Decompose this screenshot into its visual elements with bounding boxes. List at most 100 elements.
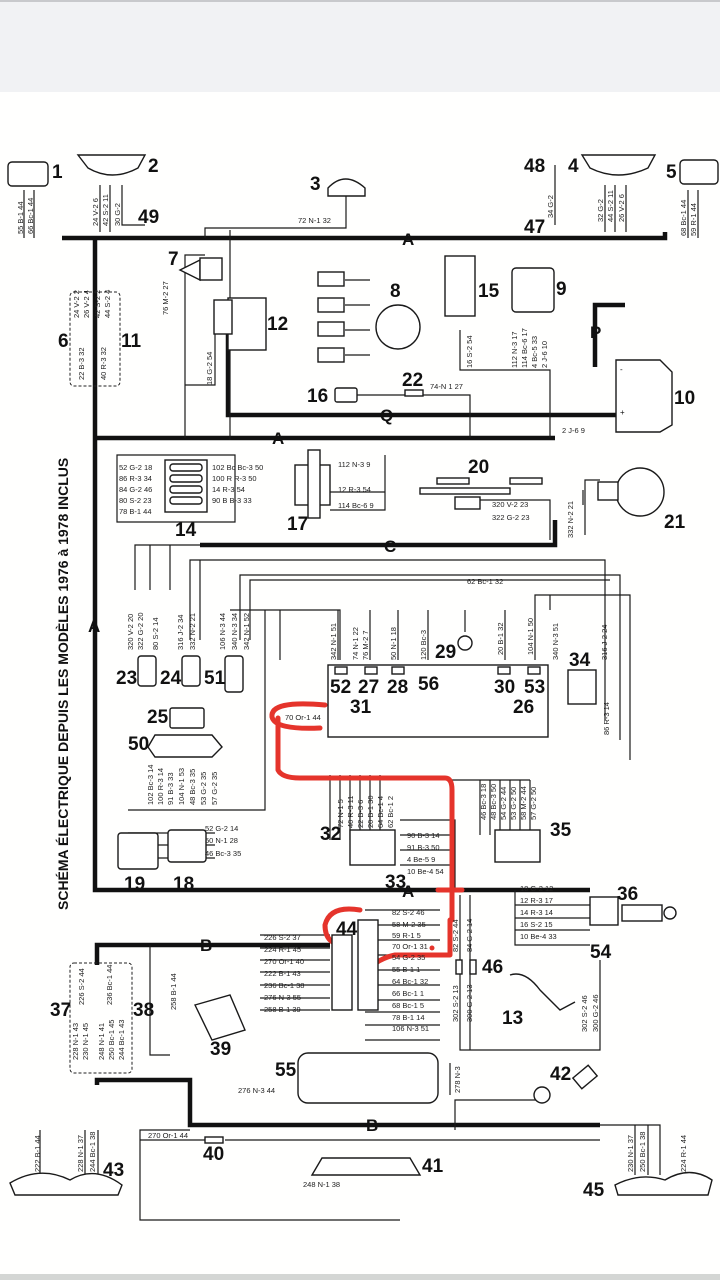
wire-label: 320 V-2 20: [126, 614, 135, 650]
wire-label: 72 N-1 5: [336, 799, 345, 828]
label-27: 27: [358, 677, 379, 698]
wire-label: 55 B-1 1: [392, 965, 420, 974]
wire-label: 58 M-2 44: [519, 786, 528, 820]
wire-label: 104 N-1 53: [177, 768, 186, 805]
wire-label: 53 G-2 35: [199, 772, 208, 805]
wire-label: 62 Bc-1 32: [467, 577, 503, 586]
wire-label: 30 G-2: [113, 203, 122, 226]
wire-label: 320 V-2 23: [492, 500, 528, 509]
wire-label: 52 G-2 14: [205, 824, 238, 833]
component-10-battery: -+: [615, 359, 673, 433]
label-30: 30: [494, 677, 515, 698]
wire-label: 34 G-2: [546, 195, 555, 218]
wire-label: 258 B-1 44: [169, 973, 178, 1010]
wire-label: 74 N-1 22: [351, 627, 360, 660]
bus-b-upper: [94, 942, 330, 965]
label-18: 18: [173, 874, 194, 895]
wire-label: 53 G-2 50: [509, 787, 518, 820]
wire-label: 112 N-3 17: [510, 331, 519, 368]
diagram-title: SCHÉMA ÉLECTRIQUE DEPUIS LES MODÈLES 197…: [55, 458, 71, 910]
wire-label: 90 B B-3 33: [212, 496, 252, 505]
label-5: 5: [666, 162, 677, 183]
label-52: 52: [330, 677, 351, 698]
wire-label: 40 R-3 11: [346, 796, 355, 828]
wire-label: 100 R R-3 50: [212, 474, 257, 483]
wire-label: 66 Bc-1 44: [26, 198, 35, 234]
wire-label: 55 B-1 44: [16, 201, 25, 234]
wire-label: 248 N-1 41: [97, 1023, 106, 1060]
wire-label: 57 G-2 50: [529, 787, 538, 820]
label-16: 16: [307, 386, 328, 407]
label-11: 11: [121, 331, 142, 352]
wire-label: 278 N-3: [453, 1066, 462, 1093]
wire-label: 2 J-6 10: [540, 341, 549, 368]
component-39-lamp: [194, 994, 246, 1041]
component-8-distributor: [317, 271, 421, 363]
wire-label: 64 Bc-1 32: [392, 977, 428, 986]
wire-label: 82 S-2 44: [451, 919, 460, 952]
wire-label: 250 Bc-1 45: [107, 1020, 116, 1060]
wire-label: 106 N-3 44: [218, 613, 227, 650]
component-12-alternator: [213, 297, 267, 351]
wire-label: 226 S-2 37: [264, 933, 301, 942]
wire-label: 102 Bc Bc-3 50: [212, 463, 263, 472]
component-20-wiper-motor: [419, 477, 543, 510]
wire-label: 100 R-3 14: [156, 768, 165, 805]
wire-label: 22 B-3 32: [77, 347, 86, 380]
wire-label: 224 R-1 45: [264, 945, 301, 954]
label-48: 48: [524, 156, 545, 177]
component-2-headlamp: [76, 154, 147, 176]
bus-b-lower: [94, 1077, 600, 1128]
wire-label: 4 Be-5 9: [407, 855, 435, 864]
label-40: 40: [203, 1144, 224, 1165]
wire-label: 236 Bc-1 44: [105, 965, 114, 1005]
label-29: 29: [435, 642, 456, 663]
bus-a-label-side: A: [88, 617, 100, 636]
wire-label: 228 N-1 37: [76, 1135, 85, 1172]
wire-label: 244 Bc-1 43: [117, 1020, 126, 1060]
wire-label: 250 Bc-1 38: [638, 1132, 647, 1172]
label-45: 45: [583, 1180, 605, 1201]
svg-text:+: +: [620, 408, 625, 417]
label-41: 41: [422, 1156, 444, 1177]
viewer-top-bar: [0, 0, 720, 92]
component-3-lamp: [327, 178, 366, 197]
wire-label: 32 G-2: [596, 199, 605, 222]
wire-label: 82 S-2 46: [392, 908, 425, 917]
bus-c-label: C: [384, 537, 396, 556]
wire-label: 66 Bc-1 1: [392, 989, 424, 998]
label-53: 53: [524, 677, 545, 698]
wire-label: 322 G-2 20: [136, 612, 145, 650]
component-7-sensor: [178, 257, 223, 282]
wire-label: 104 N-1 50: [526, 618, 535, 655]
component-41-plate-lamp: [310, 1157, 422, 1176]
wire-label: 50 N-1 28: [205, 836, 238, 845]
wire-label: 248 N-1 38: [303, 1180, 340, 1189]
wire-label: 2 J-6 9: [562, 426, 585, 435]
component-15-coil: [444, 255, 476, 317]
label-22: 22: [402, 370, 423, 391]
label-47: 47: [524, 217, 545, 238]
label-26: 26: [513, 697, 534, 718]
wire-label: 74-N 1 27: [430, 382, 463, 391]
component-54-connector: [589, 896, 619, 926]
wire-label: 90 B-3 14: [407, 831, 440, 840]
component-42-sender: [533, 1064, 599, 1104]
wire-label: 54 G-2 44: [499, 787, 508, 820]
component-21-fan: [597, 467, 665, 517]
component-43-rear-lamp: [9, 1172, 123, 1196]
component-22-fuse: [404, 389, 424, 397]
wire-label: 76 M-2 7: [361, 630, 370, 660]
component-19-switch: [117, 832, 159, 870]
wire-label: 16 S-2 54: [465, 335, 474, 368]
wire-label: 20 B-1 30: [366, 795, 375, 828]
wire-label: 86 R-3 34: [119, 474, 152, 483]
label-50: 50: [128, 734, 149, 755]
label-4: 4: [568, 156, 579, 177]
wire-label: 230 N-1 45: [81, 1023, 90, 1060]
instrument-cluster: [327, 664, 549, 738]
component-40-fuse: [204, 1136, 224, 1144]
component-16-switch: [334, 387, 358, 403]
component-51-switch: [224, 655, 244, 693]
label-49: 49: [138, 207, 159, 228]
